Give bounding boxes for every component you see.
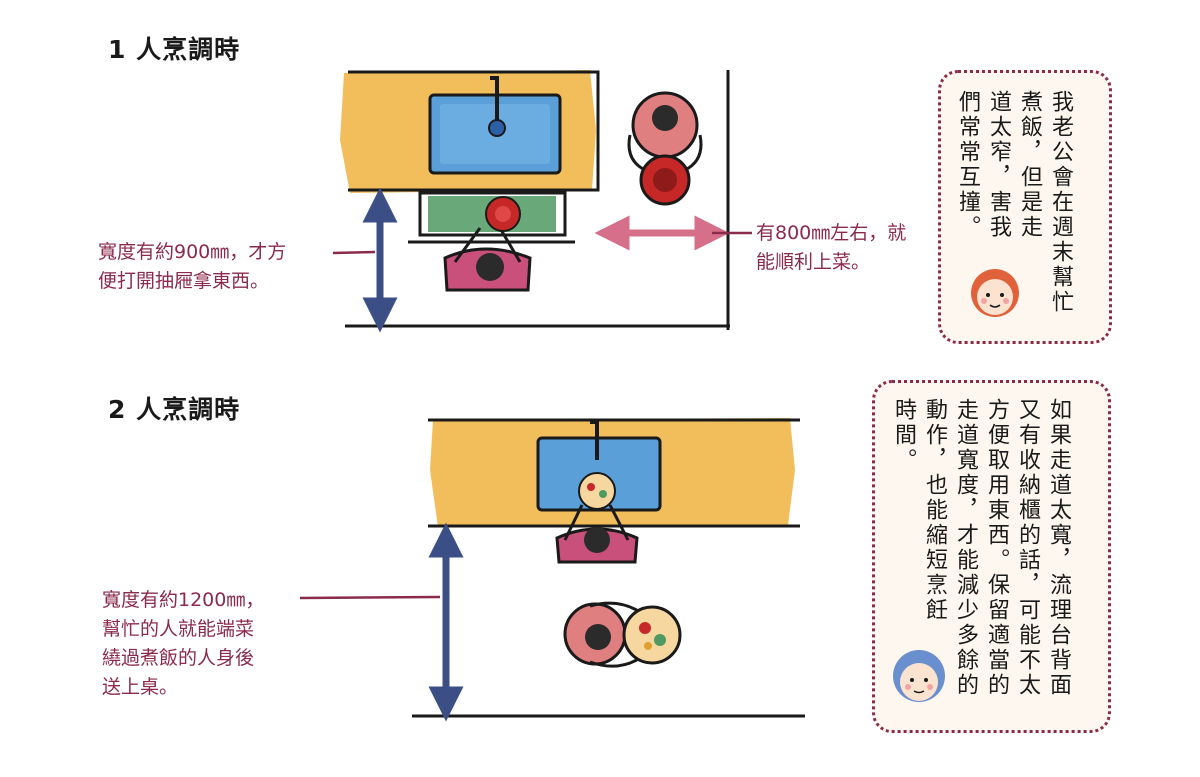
comment-line: 又有收納櫃的話，可能不太 [1015, 398, 1040, 698]
comment-line: 我老公會在週末幫忙 [1048, 90, 1073, 315]
callout-line: 便打開抽屜拿東西。 [98, 270, 270, 292]
person-icon [555, 472, 639, 564]
comment-line: 煮飯，但是走 [1017, 90, 1042, 240]
comment-line: 如果走道太寬，流理台背面 [1046, 398, 1071, 698]
comment-text-1: 我老公會在週末幫忙 煮飯，但是走 道太窄，害我 們常常互撞。 [952, 90, 1076, 315]
face-icon [893, 650, 945, 702]
section1-title: 1 人烹調時 [108, 35, 241, 64]
leader-line [299, 595, 441, 600]
section1-diagram [332, 70, 752, 333]
comment-line: 們常常互撞。 [955, 90, 980, 240]
callout-line: 寬度有約900㎜，才方 [98, 241, 287, 263]
section2-title: 2 人烹調時 [108, 395, 241, 424]
callout-800: 有800㎜左右，就 能順利上菜。 [756, 219, 906, 277]
comment-line: 走道寬度，才能減少多餘的 [953, 398, 978, 698]
comment-line: 時間。 [891, 398, 916, 473]
callout-line: 送上桌。 [102, 676, 179, 698]
comment-line: 動作，也能縮短烹飪 [922, 398, 947, 623]
callout-line: 有800㎜左右，就 [756, 222, 907, 244]
callout-line: 幫忙的人就能端菜 [102, 618, 255, 640]
comment-bubble-1 [938, 70, 1112, 344]
counter-outline-1 [348, 70, 600, 192]
faucet-icon [590, 420, 599, 460]
person-icon [563, 601, 682, 668]
face-icon [971, 269, 1019, 317]
callout-line: 寬度有約1200㎜， [102, 589, 265, 611]
callout-line: 能順利上菜。 [756, 251, 871, 273]
person-icon [443, 196, 532, 292]
section2-diagram [299, 418, 805, 722]
callout-1200: 寬度有約1200㎜， 幫忙的人就能端菜 繞過煮飯的人身後 送上桌。 [102, 586, 264, 702]
comment-line: 方便取用東西。保留適當的 [984, 398, 1009, 698]
leader-line [332, 250, 376, 255]
faucet-icon [488, 76, 506, 137]
comment-line: 道太窄，害我 [986, 90, 1011, 240]
person-icon [627, 91, 703, 206]
comment-text-2: 如果走道太寬，流理台背面 又有收納櫃的話，可能不太 方便取用東西。保留適當的 走… [888, 398, 1074, 718]
callout-900: 寬度有約900㎜，才方 便打開抽屜拿東西。 [98, 238, 286, 296]
callout-line: 繞過煮飯的人身後 [102, 647, 255, 669]
